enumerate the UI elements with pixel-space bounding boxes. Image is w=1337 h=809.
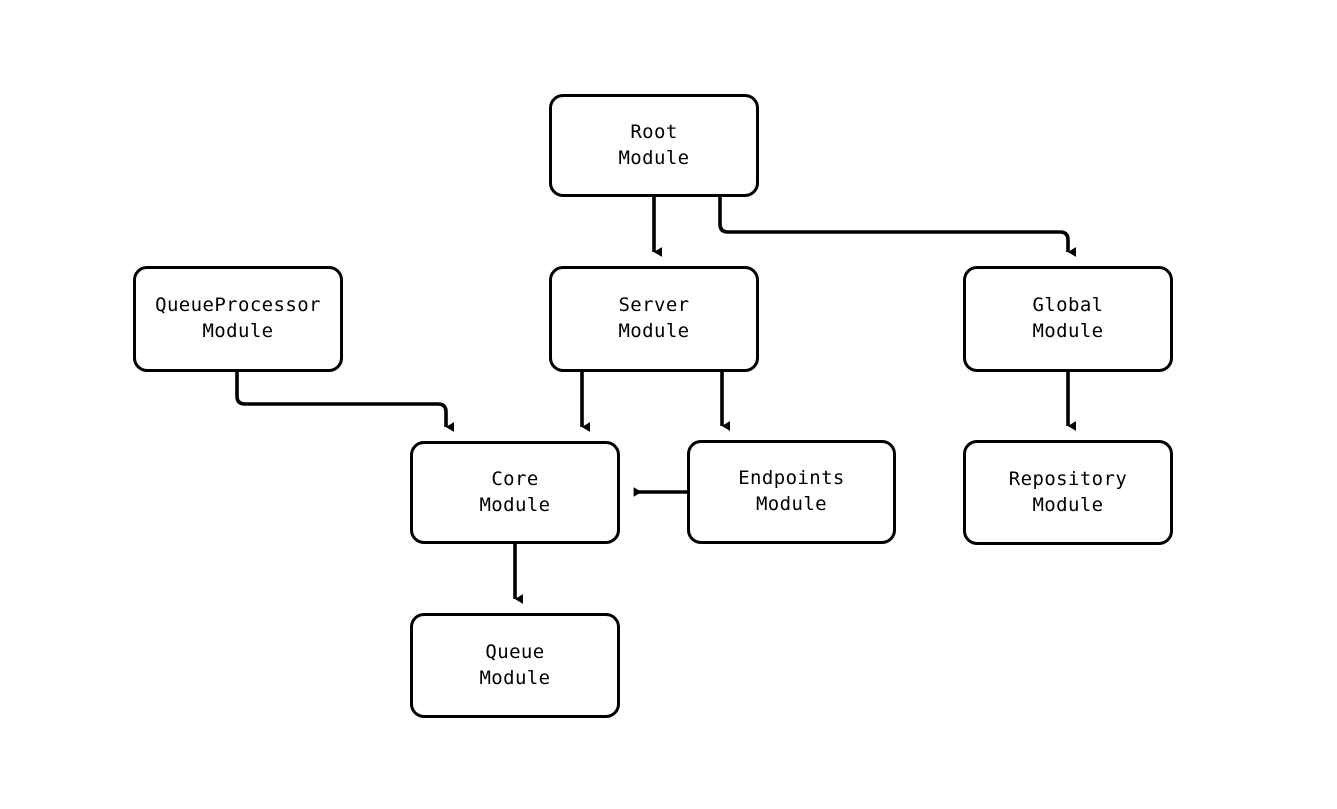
node-core-module-label: Core Module	[479, 467, 551, 516]
node-root-module-label: Root Module	[618, 120, 690, 169]
node-queueprocessor-module[interactable]: QueueProcessor Module	[133, 266, 343, 372]
node-repository-module[interactable]: Repository Module	[963, 440, 1173, 545]
edge-queueprocessor-core	[235, 372, 455, 432]
node-root-module[interactable]: Root Module	[549, 94, 759, 197]
node-queueprocessor-module-label: QueueProcessor Module	[155, 294, 321, 342]
node-queue-module[interactable]: Queue Module	[410, 613, 620, 718]
node-queue-module-label: Queue Module	[479, 640, 551, 689]
node-endpoints-module[interactable]: Endpoints Module	[687, 440, 896, 544]
node-endpoints-module-label: Endpoints Module	[738, 467, 845, 515]
node-server-module-label: Server Module	[618, 294, 690, 342]
node-core-module[interactable]: Core Module	[410, 441, 620, 544]
node-global-module-label: Global Module	[1032, 294, 1104, 342]
node-repository-module-label: Repository Module	[1008, 467, 1128, 516]
node-global-module[interactable]: Global Module	[963, 266, 1173, 372]
edge-root-global	[718, 197, 1077, 257]
node-server-module[interactable]: Server Module	[549, 266, 759, 372]
